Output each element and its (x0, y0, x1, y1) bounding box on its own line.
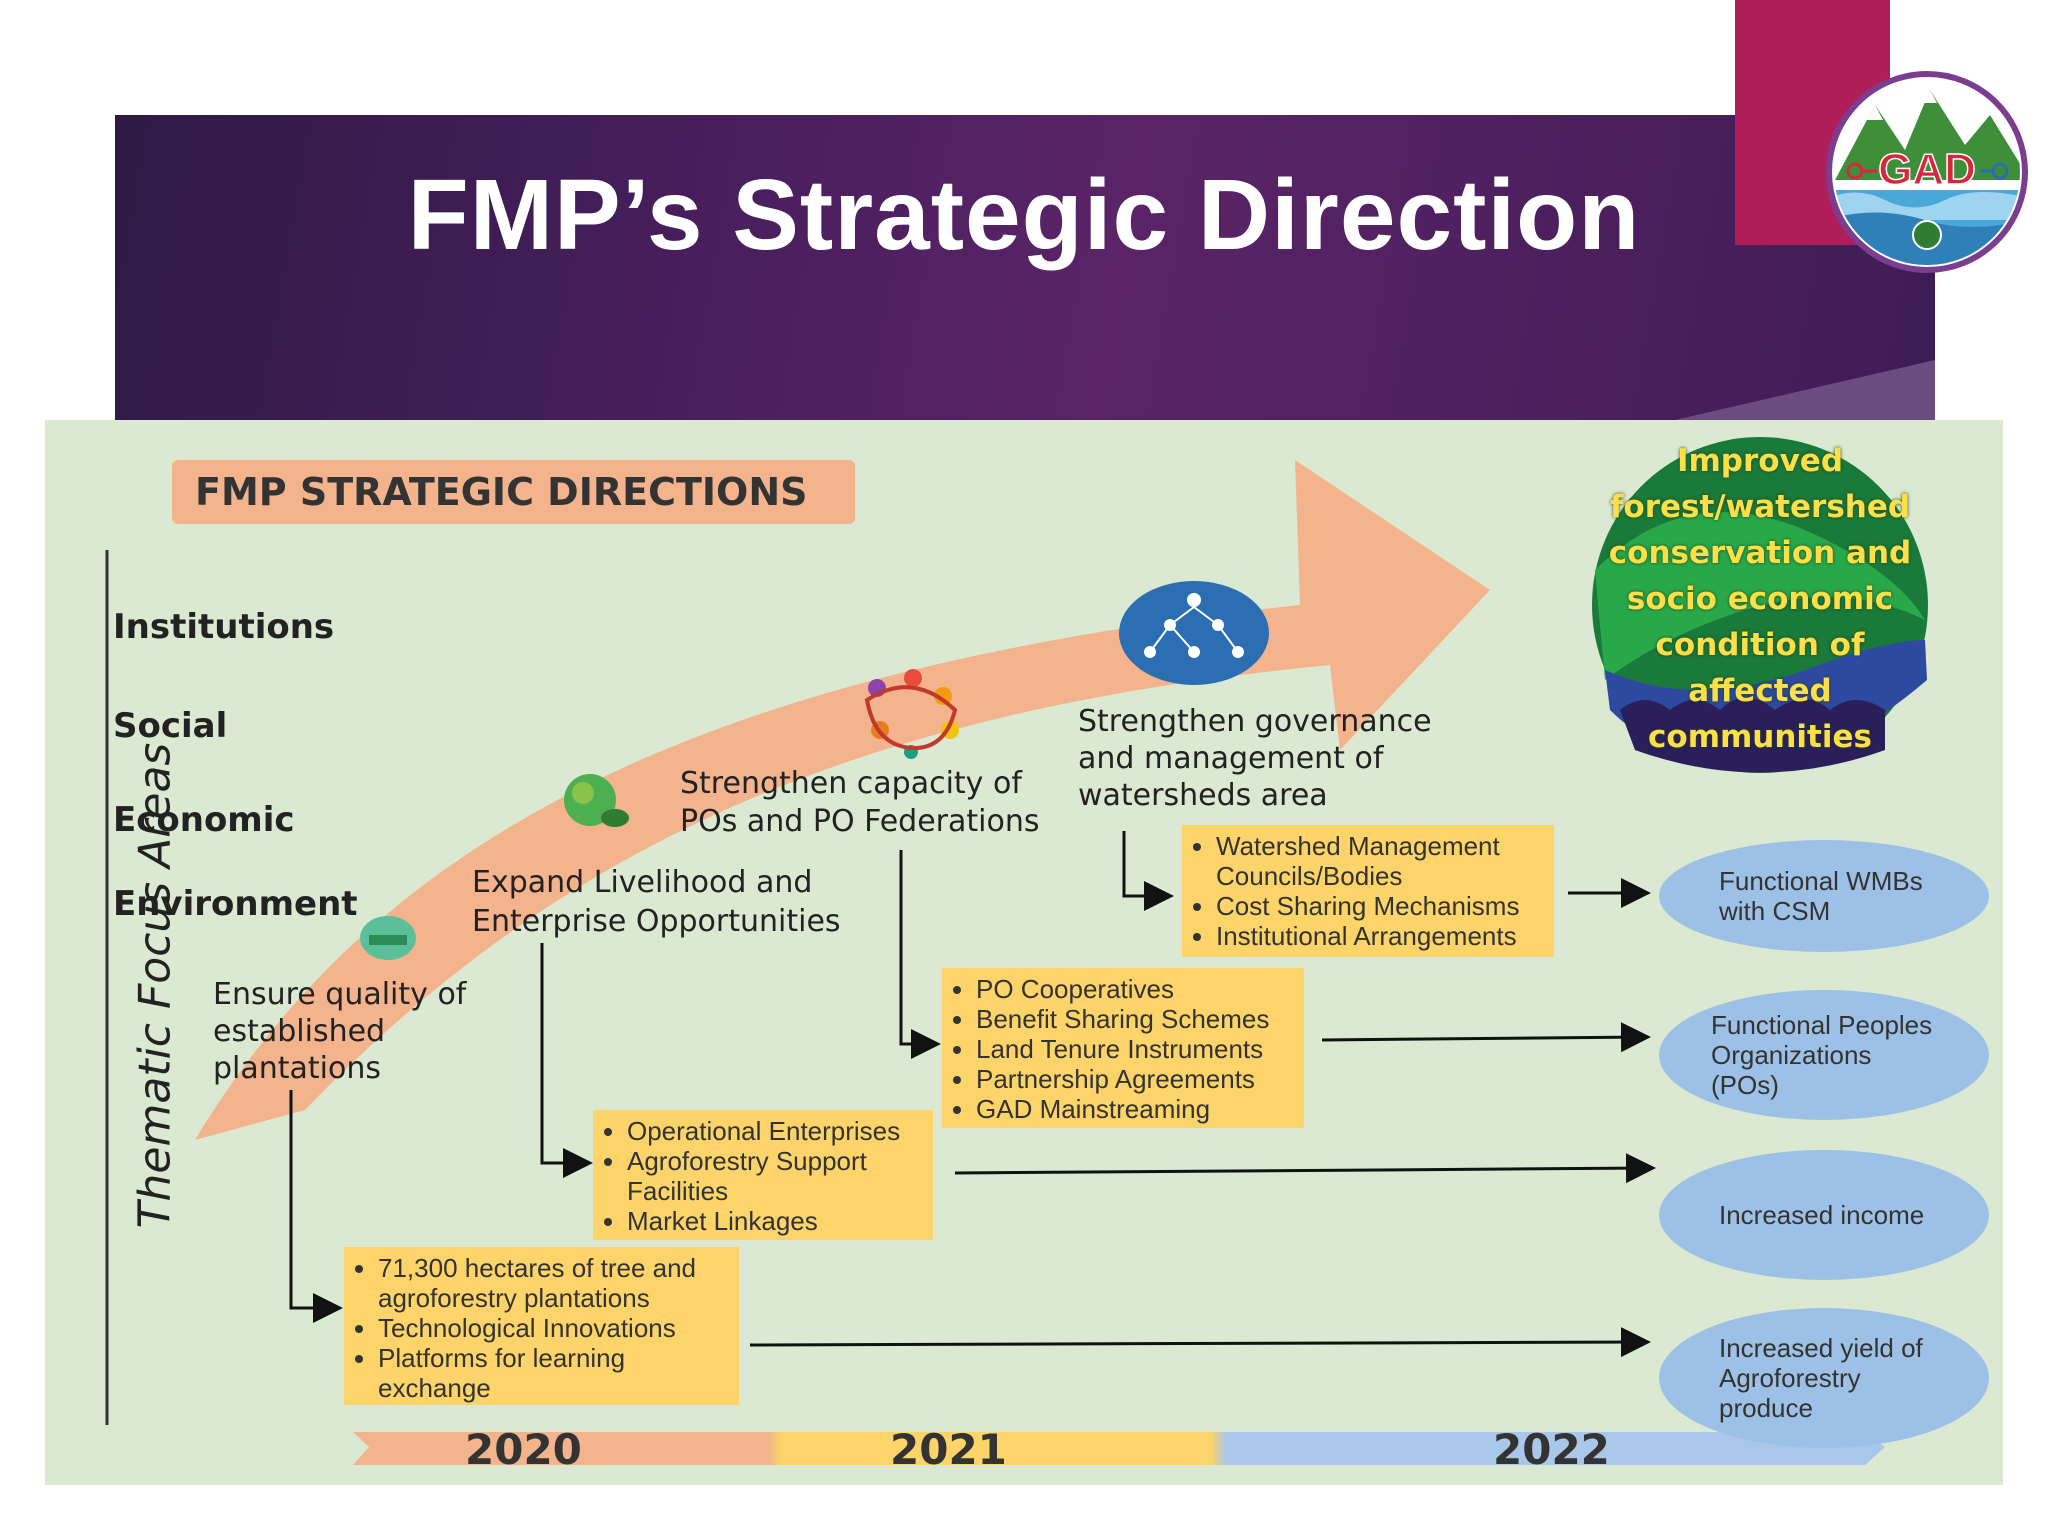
list-item: PO Cooperatives (976, 974, 1296, 1004)
slide-title: FMP’s Strategic Direction (407, 159, 1641, 271)
list-item: GAD Mainstreaming (976, 1094, 1296, 1124)
list-item: Market Linkages (627, 1206, 925, 1236)
list-item: Land Tenure Instruments (976, 1034, 1296, 1064)
focus-area-institutions: Institutions (113, 607, 335, 647)
list-item: Watershed Management Councils/Bodies (1216, 831, 1546, 891)
timeline-band (353, 1432, 1885, 1465)
list-item: Platforms for learning exchange (378, 1343, 731, 1403)
list-item: 71,300 hectares of tree and agroforestry… (378, 1253, 731, 1313)
title-banner (115, 115, 1935, 420)
goal-text: Improved forest/watershed conservation a… (1608, 443, 1912, 755)
goal-globe (1592, 437, 1928, 773)
year-2022: 2022 (1493, 1425, 1610, 1474)
diagram-graphics (105, 437, 1928, 1465)
diagram-header (172, 460, 855, 524)
output-box-watershed: Watershed Management Councils/Bodies Cos… (1182, 825, 1554, 957)
people-circle-icon (864, 669, 959, 759)
list-item: Agroforestry Support Facilities (627, 1146, 925, 1206)
list-item: Operational Enterprises (627, 1116, 925, 1146)
list-item: Cost Sharing Mechanisms (1216, 891, 1546, 921)
focus-area-social: Social (113, 706, 228, 746)
focus-area-economic: Economic (113, 800, 295, 840)
step-label-2: Expand Livelihood and Enterprise Opportu… (472, 865, 841, 939)
list-item: Technological Innovations (378, 1313, 731, 1343)
livelihood-icon (564, 774, 629, 827)
outcome-increased-income: Increased income (1659, 1150, 1989, 1280)
step-label-1: Ensure quality of established plantation… (213, 977, 467, 1086)
year-2021: 2021 (890, 1425, 1007, 1474)
network-icon (1119, 581, 1269, 685)
step-label-3: Strengthen capacity of POs and PO Federa… (680, 766, 1040, 839)
gad-logo: GAD (1826, 71, 2028, 273)
year-2020: 2020 (465, 1425, 582, 1474)
list-item: Benefit Sharing Schemes (976, 1004, 1296, 1034)
gad-logo-text: GAD (1878, 145, 1976, 194)
step-label-4: Strengthen governance and management of … (1078, 704, 1432, 813)
output-box-pos: PO Cooperatives Benefit Sharing Schemes … (942, 968, 1304, 1128)
strategy-diagram: FMP STRATEGIC DIRECTIONS Thematic Focus … (45, 420, 2003, 1485)
list-item: Institutional Arrangements (1216, 921, 1546, 951)
list-item: Partnership Agreements (976, 1064, 1296, 1094)
output-box-enterprises: Operational Enterprises Agroforestry Sup… (593, 1110, 933, 1240)
plantation-icon (360, 916, 416, 960)
diagram-header-text: FMP STRATEGIC DIRECTIONS (195, 470, 808, 514)
output-box-plantations: 71,300 hectares of tree and agroforestry… (344, 1247, 739, 1405)
focus-area-environment: Environment (113, 884, 358, 924)
